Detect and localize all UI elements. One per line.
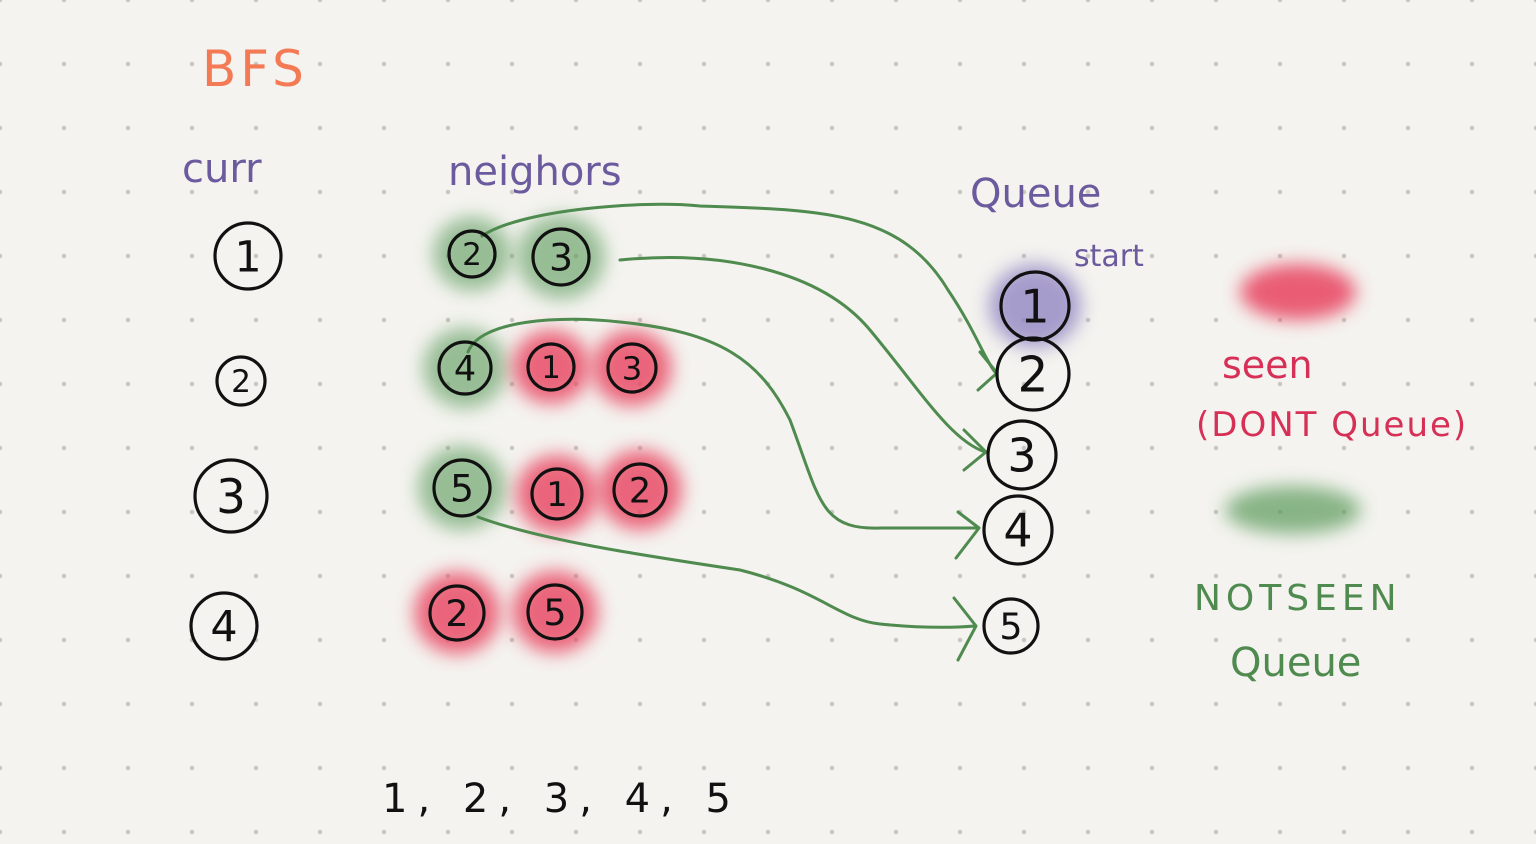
node-ring — [215, 355, 267, 407]
legend-notseen-swatch — [1225, 486, 1361, 534]
highlight-blobs — [414, 215, 1081, 654]
header-curr: curr — [182, 146, 262, 192]
legend-notseen-note: Queue — [1230, 640, 1361, 686]
node-label: 3 — [549, 236, 573, 280]
neighbor-node-2-4: 4 — [437, 340, 493, 396]
node-label: 2 — [445, 592, 468, 635]
node-label: 1 — [1020, 280, 1049, 334]
node-label: 3 — [622, 350, 643, 388]
legend-seen-swatch — [1240, 264, 1356, 320]
start-highlight — [989, 264, 1081, 348]
seen-highlight — [592, 330, 672, 406]
node-ring — [437, 340, 493, 396]
queue-arrow-5 — [476, 515, 978, 662]
node-label: 2 — [231, 364, 251, 400]
arrow-head — [954, 510, 981, 560]
header-queue: Queue — [970, 171, 1101, 217]
neighbor-node-3-5: 5 — [432, 458, 492, 518]
curr-node-3: 3 — [193, 458, 269, 534]
seen-highlight — [516, 455, 598, 533]
node-ring — [530, 467, 584, 521]
notseen-highlight — [418, 446, 506, 530]
seen-highlight — [512, 571, 598, 653]
node-label: 3 — [1007, 429, 1036, 483]
start-label: start — [1074, 239, 1144, 274]
neighbor-node-1-3: 3 — [531, 227, 591, 287]
notseen-highlight — [423, 328, 507, 408]
neighbor-node-4-5: 5 — [526, 583, 584, 641]
node-ring — [982, 494, 1054, 566]
node-ring — [428, 584, 486, 642]
node-ring — [606, 342, 658, 394]
node-ring — [213, 221, 283, 291]
neighbor-node-3-1: 1 — [530, 467, 584, 521]
title: BFS — [202, 40, 308, 98]
node-label: 4 — [454, 349, 476, 390]
seen-highlight — [414, 572, 500, 654]
queue-node-5: 5 — [982, 597, 1040, 655]
traversal-order: 1, 2, 3, 4, 5 — [382, 776, 741, 822]
queue-arrows — [466, 202, 999, 662]
node-label: 5 — [543, 591, 566, 634]
neighbor-node-3-2: 2 — [612, 462, 668, 518]
curr-node-4: 4 — [189, 591, 259, 661]
notseen-highlight — [517, 215, 605, 299]
arrow-line — [618, 256, 987, 454]
legend: seen (DONT Queue) NOTSEEN Queue — [1194, 264, 1468, 686]
seen-highlight — [598, 450, 682, 530]
node-label: 2 — [462, 237, 482, 273]
node-ring — [189, 591, 259, 661]
queue-node-2: 2 — [995, 336, 1071, 412]
node-ring — [447, 229, 497, 279]
queue-arrow-3 — [618, 256, 988, 472]
node-label: 4 — [1003, 504, 1032, 558]
header-neighbors: neighors — [448, 149, 622, 195]
node-label: 5 — [999, 605, 1022, 648]
node-label: 5 — [450, 467, 474, 511]
node-ring — [995, 336, 1071, 412]
legend-seen-note: (DONT Queue) — [1196, 405, 1468, 445]
node-circles: 1 2 3 4 2 3 4 1 3 5 1 2 2 5 1 2 3 4 5 — [189, 221, 1071, 661]
node-label: 1 — [541, 350, 561, 386]
node-label: 2 — [1018, 347, 1049, 403]
node-ring — [531, 227, 591, 287]
arrow-head — [962, 428, 988, 472]
legend-notseen-label: NOTSEEN — [1194, 578, 1402, 619]
arrow-line — [466, 317, 980, 530]
neighbor-node-1-2: 2 — [447, 229, 497, 279]
node-ring — [526, 342, 576, 392]
curr-node-1: 1 — [213, 221, 283, 291]
arrow-head — [952, 596, 978, 662]
arrow-line — [480, 202, 997, 374]
arrow-line — [476, 515, 977, 629]
queue-node-3: 3 — [986, 419, 1058, 491]
neighbor-node-2-1: 1 — [526, 342, 576, 392]
curr-node-2: 2 — [215, 355, 267, 407]
node-label: 1 — [234, 232, 261, 282]
notseen-highlight — [433, 217, 511, 291]
node-ring — [982, 597, 1040, 655]
node-ring — [526, 583, 584, 641]
queue-node-4: 4 — [982, 494, 1054, 566]
node-label: 1 — [546, 475, 567, 514]
queue-arrow-4 — [466, 317, 981, 560]
node-label: 3 — [216, 471, 246, 525]
seen-highlight — [512, 330, 590, 404]
neighbor-node-2-3: 3 — [606, 342, 658, 394]
node-ring — [986, 419, 1058, 491]
legend-seen-label: seen — [1222, 343, 1313, 387]
node-label: 2 — [629, 471, 651, 512]
node-ring — [612, 462, 668, 518]
node-label: 4 — [210, 602, 237, 652]
node-ring — [432, 458, 492, 518]
queue-node-1: 1 — [999, 270, 1071, 342]
node-ring — [999, 270, 1071, 342]
neighbor-node-4-2: 2 — [428, 584, 486, 642]
node-ring — [193, 458, 269, 534]
